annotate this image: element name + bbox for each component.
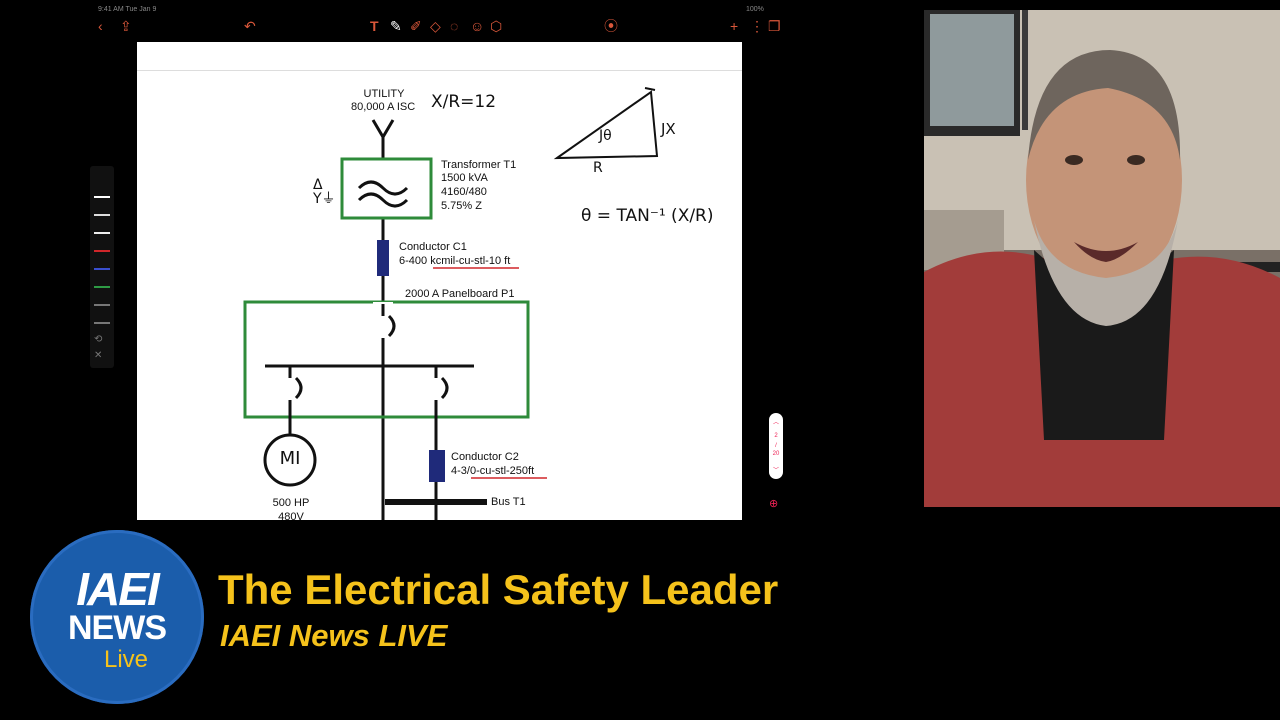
zoom-icon[interactable]: ⊕ [769,498,779,510]
transformer-winding-bottom [357,192,409,208]
image-icon[interactable]: ⬡ [490,18,503,34]
pager-down-icon[interactable]: ﹀ [772,468,779,474]
pen-light[interactable] [94,206,110,216]
status-battery: 100% [746,6,764,13]
motor-symbol-text: MI [279,448,301,469]
pager-divider: / [775,443,777,449]
utility-source-symbol [371,119,395,140]
conductor-c2-spec: 4-3/0-cu-stl-250ft [451,465,535,477]
pen-thickness[interactable] [94,296,110,306]
pen-palette: ⟲ ✕ [90,166,114,368]
utility-isc: 80,000 A ISC [351,101,416,113]
text-tool-icon[interactable]: T [370,18,379,34]
handwritten-jtheta: Jθ [599,128,612,144]
highlighter-icon[interactable]: ✐ [410,18,422,34]
page-indicator[interactable]: ︿ 2 / 20 ﹀ [769,413,783,479]
transformer-kva: 1500 kVA [441,172,488,184]
handwritten-xr-ratio: X/R=12 [431,92,497,112]
logo-iaei-text: IAEI [76,563,159,615]
transformer-winding-top [357,180,409,196]
microphone-icon[interactable]: ⦿ [604,18,618,34]
feeder-branch-breaker [434,366,449,520]
pen-white[interactable] [94,188,110,198]
conductor-c1-name: Conductor C1 [399,241,467,253]
conductor-c1-symbol [377,240,389,276]
pen-blue[interactable] [94,260,110,270]
share-icon[interactable]: ⇪ [120,18,132,34]
main-breaker-symbol [381,304,396,364]
lasso-icon[interactable]: ◌ [450,18,459,34]
conductor-c1-spec: 6-400 kcmil-cu-stl-10 ft [399,255,511,267]
pen-tool-icon[interactable]: ✎ [390,18,402,34]
logo-news-text: NEWS [68,609,167,647]
back-icon[interactable]: ‹ [98,18,103,34]
logo-live-text: Live [103,646,149,673]
motor-hp: 500 HP [272,497,310,509]
bus-t1-label: Bus T1 [491,496,526,508]
pen-thickness-2[interactable] [94,314,110,324]
handwritten-delta-wye: Δ Y⏚ [313,177,336,207]
pager-up-icon[interactable]: ︿ [772,420,779,426]
pen-red[interactable] [94,242,110,252]
handwritten-theta-formula: θ = TAN⁻¹ (X/R) [581,206,714,226]
transformer-name: Transformer T1 [441,159,517,171]
iaei-news-live-logo: IAEI NEWS Live [30,530,204,704]
transformer-box [340,157,433,220]
transformer-impedance: 5.75% Z [441,200,482,212]
triangle-tick-mark [644,87,656,91]
one-line-diagram [243,87,659,520]
handwritten-r: R [593,160,603,176]
shapes-icon[interactable]: ☺ [470,18,485,34]
transformer-voltage: 4160/480 [441,186,487,198]
note-page[interactable]: UTILITY 80,000 A ISC Transformer T1 1500… [137,42,742,520]
conductor-c2-name: Conductor C2 [451,451,519,463]
motor-voltage: 480V [278,511,304,520]
motor-circle [263,433,317,487]
pager-current: 2 [774,433,778,439]
palette-close-icon[interactable]: ✕ [94,350,103,361]
page-header-rule [137,70,742,71]
app-toolbar: 9:41 AM Tue Jan 9 100% ‹ ⇪ ↶ T ✎ ✐ ◇ ◌ ☺… [88,6,788,42]
pen-gray[interactable] [94,224,110,234]
panelboard-label: 2000 A Panelboard P1 [405,288,515,300]
utility-title: UTILITY [363,88,405,100]
tablet-app-window: 9:41 AM Tue Jan 9 100% ‹ ⇪ ↶ T ✎ ✐ ◇ ◌ ☺… [88,6,788,520]
headline-subtitle: IAEI News LIVE [220,618,448,653]
pages-icon[interactable]: ❐ [768,18,781,34]
undo-icon[interactable]: ↶ [244,18,256,34]
add-page-icon[interactable]: + [730,18,739,34]
more-icon[interactable]: ⋮ [750,18,764,34]
eraser-icon[interactable]: ◇ [430,18,441,34]
webcam-feed [924,10,1280,507]
palette-undo-icon[interactable]: ⟲ [94,334,103,345]
conductor-c2-symbol [429,450,445,482]
presenter-video [924,10,1280,507]
status-time: 9:41 AM Tue Jan 9 [98,6,157,13]
impedance-triangle [553,90,659,160]
main-breaker-gap [373,302,393,342]
pen-green[interactable] [94,278,110,288]
headline-title: The Electrical Safety Leader [218,566,779,613]
handwritten-jx: JX [661,120,676,138]
pager-total: 20 [772,451,780,457]
